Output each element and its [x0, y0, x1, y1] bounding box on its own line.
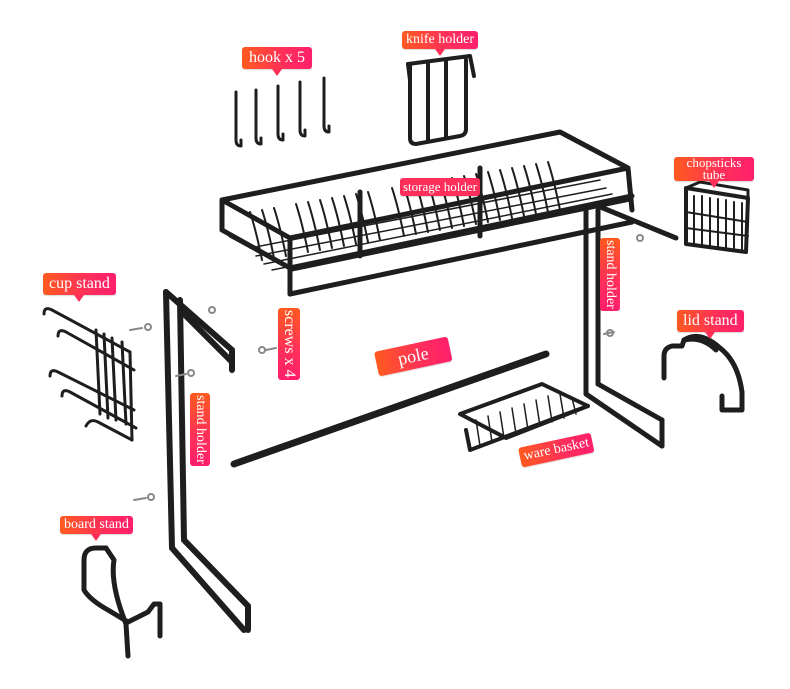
- lid-stand-label: lid stand: [677, 310, 744, 339]
- chopsticks-tube-label-line1: chopsticks: [686, 155, 742, 170]
- board-stand-label-text: board stand: [64, 517, 129, 532]
- cup-stand-label-pointer: [74, 295, 85, 302]
- hook-5: [322, 76, 331, 134]
- screws-label: screws x 4: [278, 308, 300, 380]
- hook-label-pointer: [272, 69, 282, 76]
- hooks-group: [234, 76, 331, 148]
- right-stand-holder-part: [583, 203, 679, 449]
- hook-label-text: hook x 5: [249, 49, 305, 66]
- lid-stand-label-pointer: [705, 332, 716, 339]
- screws-label-text: screws x 4: [281, 310, 298, 378]
- screws-group: [129, 234, 644, 501]
- left-stand-holder-part: [163, 289, 251, 633]
- hook-label: hook x 5: [242, 47, 312, 76]
- storage-holder-label: storage holder: [400, 178, 481, 196]
- storage-holder-part: [219, 129, 635, 297]
- cup-stand-label-text: cup stand: [49, 275, 110, 292]
- knife-holder-label-pointer: [435, 49, 446, 56]
- cup-stand-part: [42, 307, 138, 442]
- knife-holder-part: [406, 54, 476, 146]
- chopsticks-tube-part: [684, 180, 750, 254]
- knife-holder-label-text: knife holder: [406, 32, 475, 47]
- pole-part: [230, 350, 550, 468]
- hook-3: [276, 84, 285, 142]
- board-stand-part: [81, 545, 163, 659]
- chopsticks-tube-label: chopsticks tube: [674, 155, 754, 188]
- chopsticks-tube-label-line2: tube: [702, 167, 726, 182]
- lid-stand-label-text: lid stand: [683, 312, 738, 329]
- storage-holder-label-text: storage holder: [403, 179, 478, 194]
- hook-4: [298, 80, 307, 138]
- cup-stand-label: cup stand: [43, 273, 116, 302]
- stand-holder-left-label: stand holder: [190, 393, 210, 466]
- stand-holder-left-label-text: stand holder: [193, 395, 208, 464]
- ware-basket-part: [458, 382, 590, 452]
- hook-2: [254, 88, 263, 146]
- chopsticks-tube-label-pointer: [709, 181, 719, 188]
- lid-stand-part: [661, 333, 745, 413]
- pole-label-text: pole: [395, 342, 431, 369]
- hook-1: [234, 90, 243, 148]
- stand-holder-right-label-text: stand holder: [603, 240, 618, 309]
- board-stand-label: board stand: [60, 516, 133, 541]
- stand-holder-right-label: stand holder: [600, 238, 620, 311]
- knife-holder-label: knife holder: [402, 31, 479, 56]
- board-stand-label-pointer: [91, 534, 102, 541]
